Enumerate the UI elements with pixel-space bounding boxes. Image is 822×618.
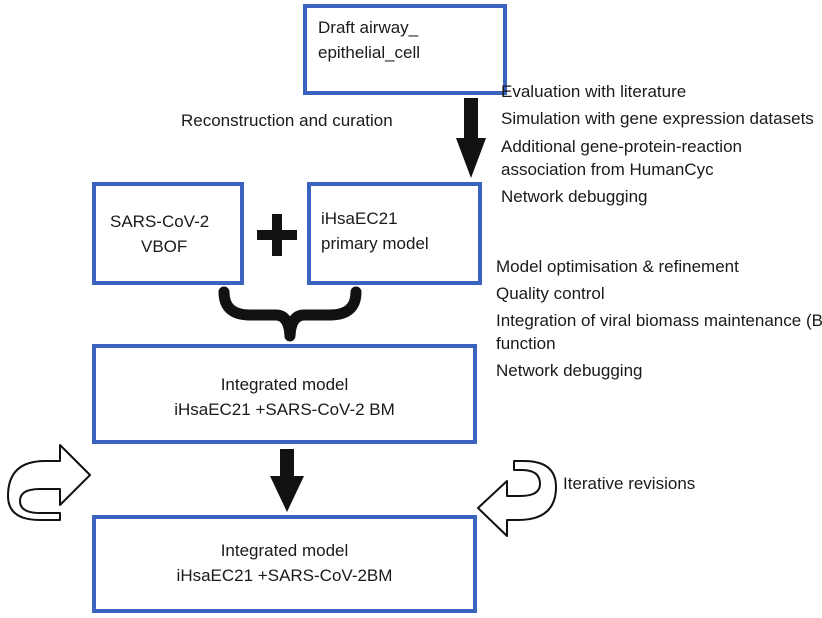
primary-model-line1: iHsaEC21	[321, 209, 398, 228]
integrated-model-2-title: Integrated model	[220, 541, 349, 560]
integrated-model-2-subtitle: iHsaEC21 +SARS-CoV-2BM	[176, 566, 393, 585]
step-mid-3: Integration of viral biomass maintenance…	[496, 311, 822, 330]
step-top-1: Evaluation with literature	[501, 82, 687, 101]
iterative-revisions-label: Iterative revisions	[563, 474, 696, 493]
primary-model-box: iHsaEC21 primary model	[307, 182, 482, 285]
u-turn-arrow-left-icon	[7, 444, 91, 521]
sars-vbof-box: SARS-CoV-2 VBOF	[92, 182, 244, 285]
step-mid-4: function	[496, 334, 556, 353]
step-top-5: Network debugging	[501, 187, 648, 206]
step-top-3: Additional gene-protein-reaction	[501, 137, 742, 156]
plus-icon	[257, 214, 297, 256]
integrated-model-box-2: Integrated model iHsaEC21 +SARS-CoV-2BM	[92, 515, 477, 613]
draft-model-line2: epithelial_cell	[318, 43, 421, 62]
draft-model-box: Draft airway_ epithelial_cell	[303, 4, 507, 95]
draft-model-line1: Draft airway_	[318, 18, 419, 37]
integrated-model-1-title: Integrated model	[220, 375, 349, 394]
sars-vbof-line2: VBOF	[141, 237, 188, 256]
sars-vbof-line1: SARS-CoV-2	[110, 212, 210, 231]
reconstruction-label: Reconstruction and curation	[181, 111, 393, 130]
u-turn-arrow-right-icon	[477, 460, 557, 537]
curly-brace-icon	[218, 286, 362, 342]
step-mid-5: Network debugging	[496, 361, 643, 380]
integrated-model-1-subtitle: iHsaEC21 +SARS-CoV-2 BM	[174, 400, 395, 419]
primary-model-line2: primary model	[321, 234, 429, 253]
step-mid-2: Quality control	[496, 284, 605, 303]
step-top-2: Simulation with gene expression datasets	[501, 109, 814, 128]
down-arrow-icon	[456, 98, 486, 178]
integrated-model-box-1: Integrated model iHsaEC21 +SARS-CoV-2 BM	[92, 344, 477, 444]
down-arrow-icon	[270, 449, 304, 512]
step-mid-1: Model optimisation & refinement	[496, 257, 739, 276]
step-top-4: association from HumanCyc	[501, 160, 714, 179]
